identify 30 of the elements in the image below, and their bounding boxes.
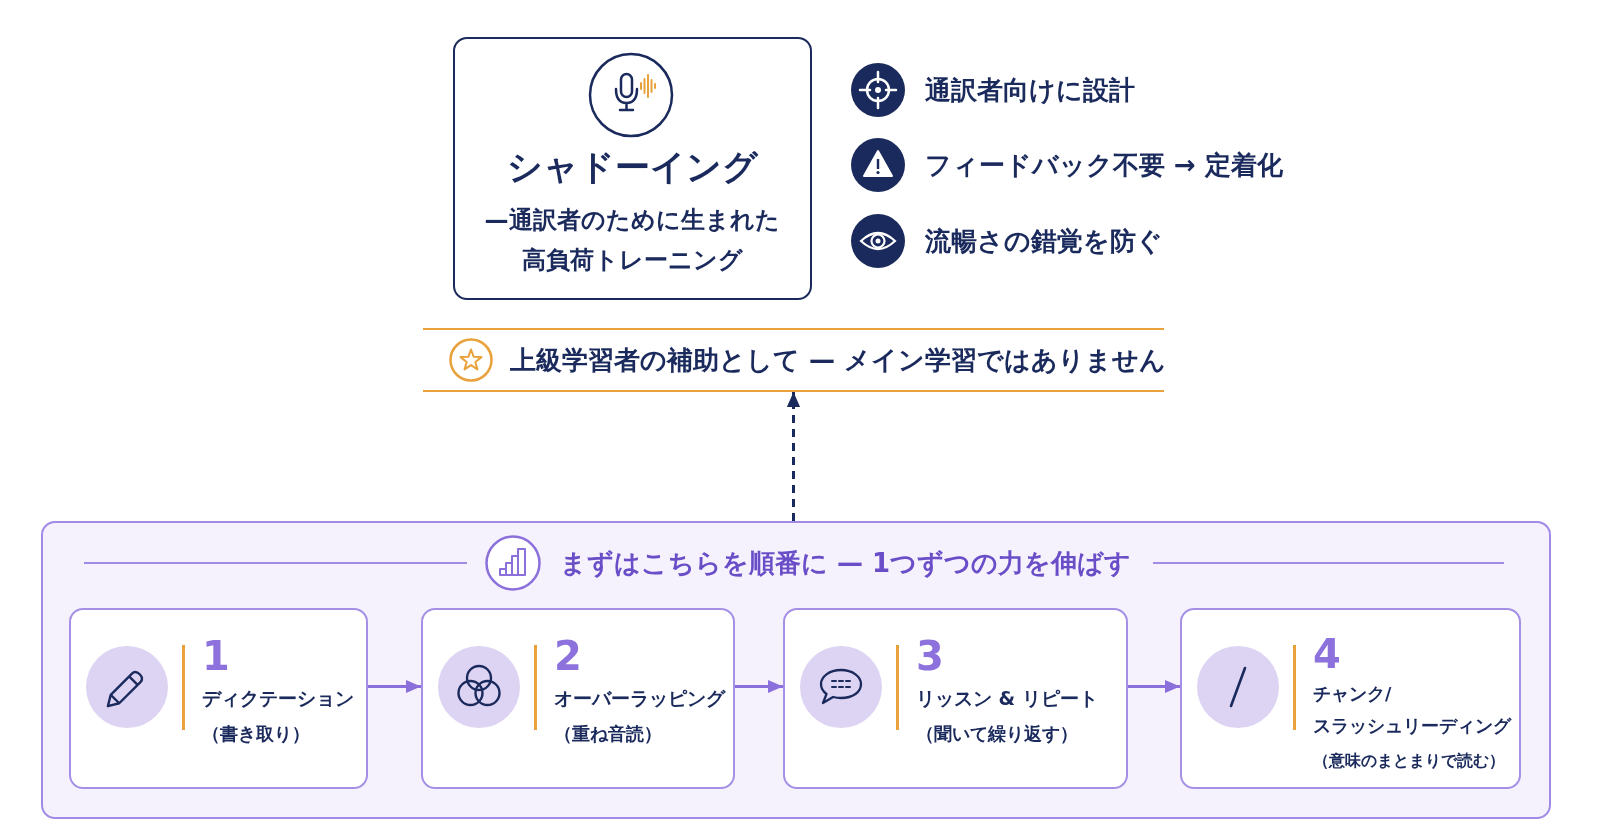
title-card xyxy=(453,37,812,300)
step-number: 1 xyxy=(202,632,230,680)
step-card xyxy=(1180,608,1521,789)
step-gloss: （聞いて繰り返す） xyxy=(916,722,1078,746)
step-number: 4 xyxy=(1313,630,1341,678)
feature-text: フィードバック不要 → 定着化 xyxy=(925,149,1283,182)
step-number: 2 xyxy=(554,632,582,680)
arrow xyxy=(1128,679,1180,694)
step-name: リッスン & リピート xyxy=(916,686,1098,711)
arrow xyxy=(735,679,783,694)
step-panel xyxy=(41,521,1551,819)
step-name: チャンク/スラッシュリーディング xyxy=(1313,683,1513,738)
step-number: 3 xyxy=(916,632,944,680)
subtitle: —通訳者のために生まれた高負荷トレーニング xyxy=(483,205,781,276)
step-card xyxy=(783,608,1128,789)
note-band xyxy=(423,328,1164,392)
title: シャドーイング xyxy=(507,146,758,189)
note-text: 上級学習者の補助として — メイン学習ではありません xyxy=(510,344,1167,377)
step-gloss: （重ね音読） xyxy=(554,722,662,746)
step-name: ディクテーション xyxy=(202,686,354,711)
feature-text: 通訳者向けに設計 xyxy=(925,74,1135,107)
step-card xyxy=(69,608,368,789)
step-gloss: （書き取り） xyxy=(202,722,310,746)
dashed-arrow xyxy=(786,392,801,521)
step-gloss: （意味のまとまりで読む） xyxy=(1313,751,1505,772)
panel-heading: まずはこちらを順番に — 1つずつの力を伸ばす xyxy=(560,547,1132,580)
arrow xyxy=(368,679,421,694)
step-name: オーバーラッピング xyxy=(554,686,725,711)
step-card xyxy=(421,608,735,789)
feature-text: 流暢さの錯覚を防ぐ xyxy=(925,225,1163,258)
